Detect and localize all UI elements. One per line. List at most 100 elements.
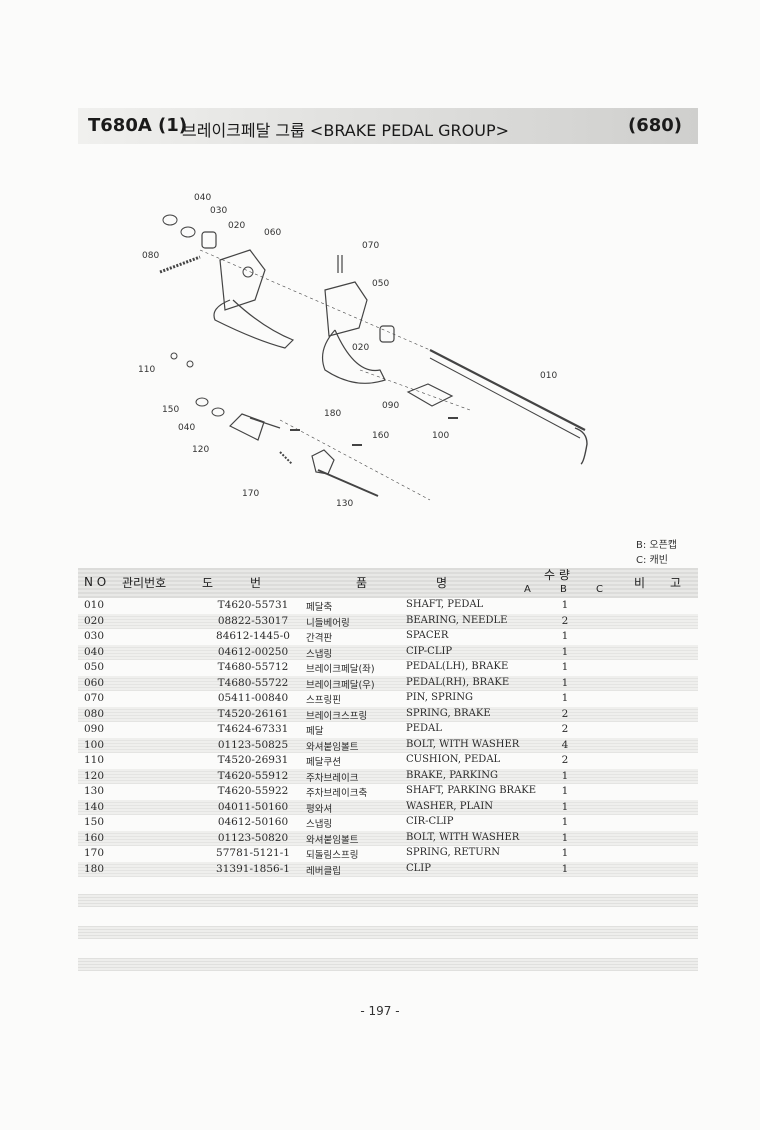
quantity: 2 <box>561 754 569 766</box>
part-number: 04612-00250 <box>217 645 289 658</box>
callout-label: 010 <box>540 371 557 381</box>
page-number: - 197 - <box>360 1004 400 1018</box>
part-number: 84612-1445-0 <box>216 630 290 642</box>
callout-label: 090 <box>382 401 399 411</box>
blank-row <box>78 894 698 907</box>
header-drawing: 번 <box>250 576 262 590</box>
part-number: T4680-55722 <box>217 676 289 689</box>
row-no: 180 <box>84 862 105 875</box>
header-mgmt-no: 관리번호 <box>122 576 167 590</box>
quantity: 2 <box>561 707 569 720</box>
english-name: BEARING, NEEDLE <box>406 614 508 626</box>
header-name: 명 <box>436 576 448 590</box>
korean-name: 브레이크페달(우) <box>306 679 375 691</box>
english-name: BRAKE, PARKING <box>406 769 498 781</box>
quantity: 1 <box>561 630 569 642</box>
quantity: 2 <box>561 614 569 627</box>
table-header: N O 관리번호 도 번 품 명 수 량 A B C 비 고 <box>78 568 698 598</box>
english-name: PIN, SPRING <box>406 692 473 703</box>
korean-name: 간격판 <box>306 633 333 644</box>
row-no: 030 <box>84 630 105 642</box>
callout-label: 080 <box>142 251 159 261</box>
part-number: 04612-50160 <box>217 816 289 828</box>
header-name: 품 <box>356 576 368 590</box>
callout-label: 060 <box>264 228 281 238</box>
blank-row <box>78 958 698 971</box>
callout-label: 130 <box>336 499 353 509</box>
row-no: 100 <box>84 738 105 751</box>
header-drawing: 도 <box>202 576 214 590</box>
header-col-b: B <box>560 584 567 595</box>
part-number: 01123-50825 <box>217 738 289 751</box>
korean-name: 니들베어링 <box>306 617 350 629</box>
callout-label: 040 <box>194 193 211 203</box>
korean-name: 브레이크페달(좌) <box>306 664 375 675</box>
row-no: 140 <box>84 800 105 813</box>
row-no: 110 <box>84 754 105 766</box>
korean-name: 브레이크스프링 <box>306 710 368 722</box>
quantity: 1 <box>561 831 569 844</box>
header-remarks: 고 <box>670 576 682 590</box>
row-no: 020 <box>84 614 105 627</box>
korean-name: 스냅링 <box>306 648 333 660</box>
english-name: SPRING, RETURN <box>406 847 501 858</box>
row-no: 170 <box>84 847 105 859</box>
korean-name: 주차브레이크 <box>306 772 359 784</box>
english-name: SHAFT, PEDAL <box>406 599 484 610</box>
english-name: CIR-CLIP <box>406 816 454 827</box>
korean-name: 주차브레이크축 <box>306 788 368 799</box>
callout-label: 160 <box>372 431 389 441</box>
quantity: 1 <box>561 816 569 828</box>
english-name: SPRING, BRAKE <box>406 707 491 719</box>
korean-name: 되돌림스프링 <box>306 850 359 861</box>
table-row: 020 08822-53017 니들베어링 BEARING, NEEDLE 2 <box>78 613 698 629</box>
row-no: 130 <box>84 785 105 797</box>
part-number: 04011-50160 <box>217 800 289 813</box>
english-name: CUSHION, PEDAL <box>406 754 501 765</box>
part-number: 08822-53017 <box>217 614 289 627</box>
header-quantity: 수 량 <box>544 568 570 582</box>
callout-label: 070 <box>362 241 379 251</box>
row-no: 010 <box>84 599 105 611</box>
part-number: T4680-55712 <box>217 661 289 673</box>
title-bar: T680A (1) 브레이크페달 그룹 <BRAKE PEDAL GROUP> … <box>78 108 698 144</box>
row-no: 150 <box>84 816 105 828</box>
row-no: 050 <box>84 661 105 673</box>
row-no: 080 <box>84 707 105 720</box>
blank-row <box>78 926 698 939</box>
english-name: WASHER, PLAIN <box>406 800 494 812</box>
callout-label: 020 <box>228 221 245 231</box>
part-number: T4624-67331 <box>217 723 289 735</box>
english-name: PEDAL(LH), BRAKE <box>406 661 509 672</box>
callout-label: 020 <box>352 343 369 353</box>
english-name: PEDAL(RH), BRAKE <box>406 676 510 688</box>
english-name: CIP-CLIP <box>406 645 453 657</box>
header-col-a: A <box>524 584 531 595</box>
part-number: T4520-26161 <box>217 707 289 720</box>
english-name: SHAFT, PARKING BRAKE <box>406 785 537 796</box>
part-number: 31391-1856-1 <box>216 862 290 875</box>
callout-label: 150 <box>162 405 179 415</box>
group-title: 브레이크페달 그룹 <BRAKE PEDAL GROUP> <box>182 121 510 140</box>
callout-label: 110 <box>138 365 155 375</box>
part-number: T4520-26931 <box>217 754 289 766</box>
quantity: 4 <box>561 738 569 751</box>
korean-name: 스프링핀 <box>306 695 341 706</box>
part-number: 05411-00840 <box>217 692 289 704</box>
quantity: 1 <box>561 862 569 875</box>
quantity: 1 <box>561 847 569 859</box>
korean-name: 페달 <box>306 726 324 737</box>
callout-label: 180 <box>324 409 341 419</box>
